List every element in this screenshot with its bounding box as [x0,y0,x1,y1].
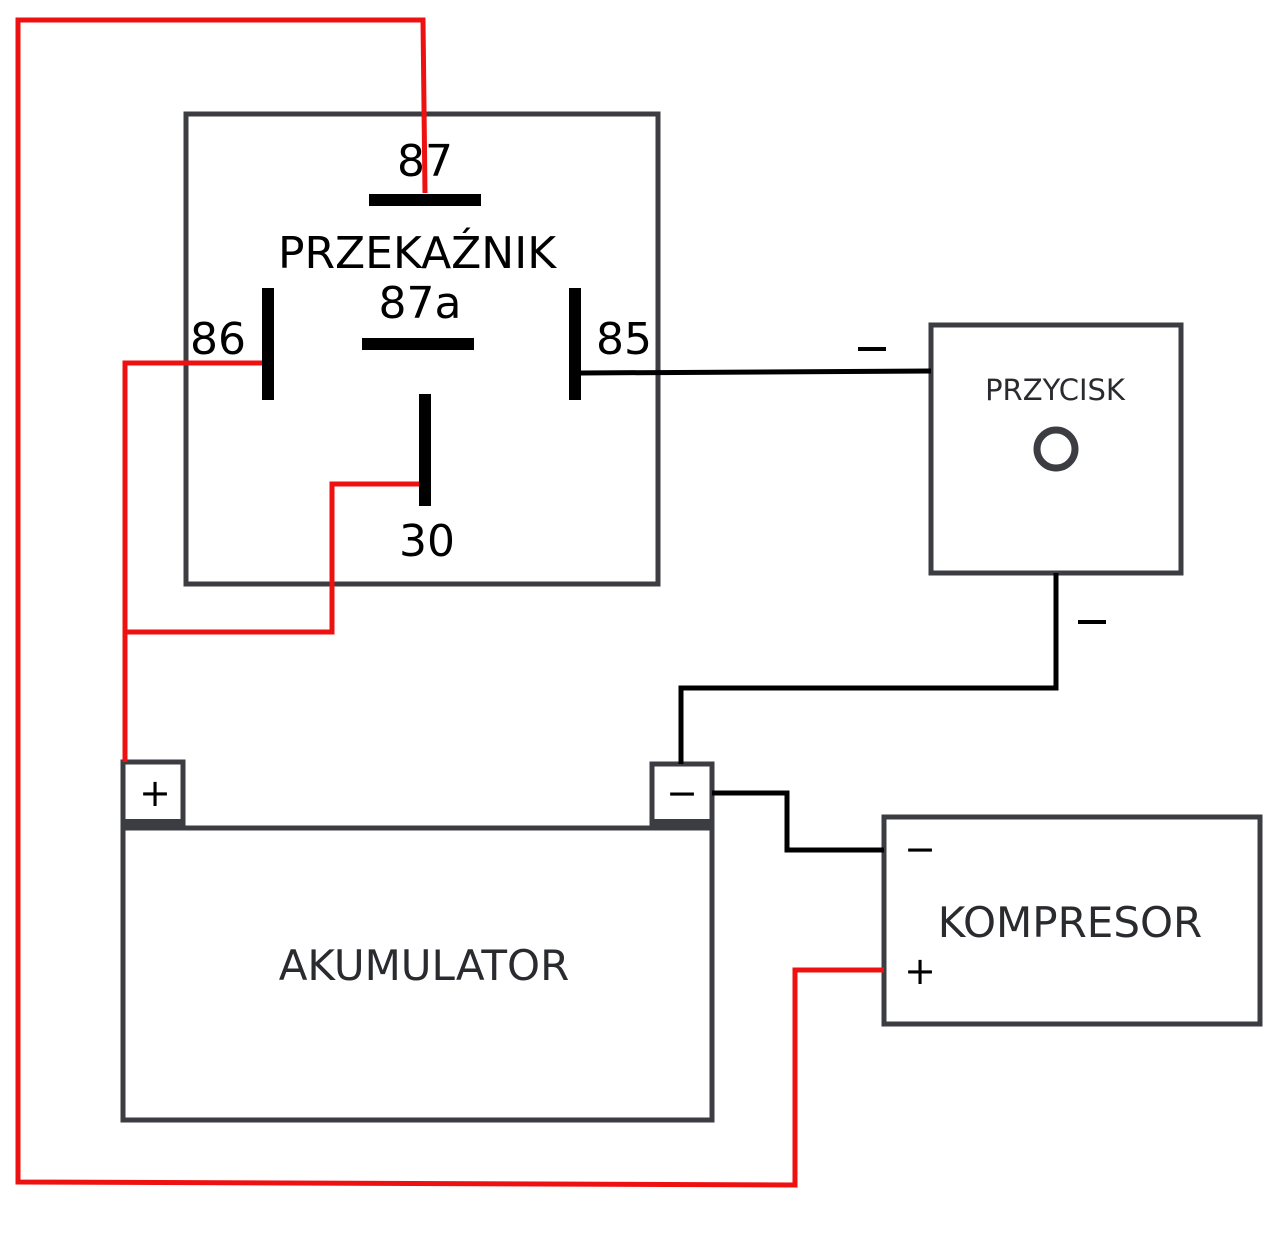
relay-title: PRZEKAŹNIK [278,226,557,279]
relay: 87 PRZEKAŹNIK 87a 86 85 30 [183,111,661,587]
relay-pin-30-contact [419,394,431,506]
relay-pin-87a-contact [362,338,474,350]
wire-battery-plus-to-relay-86 [122,360,262,762]
button-housing [928,322,1184,576]
compressor-housing [881,814,1263,1027]
relay-pin-86-contact [262,288,274,400]
button-left-wire-minus-sign [858,347,886,351]
battery-minus-sign: − [666,771,698,815]
compressor-plus-sign: + [904,949,936,993]
wire-relay-85-to-button [580,368,932,376]
relay-pin-30-label: 30 [399,516,455,567]
battery-title: AKUMULATOR [279,941,570,990]
wire-relay-87-to-compressor-plus [15,17,884,1188]
relay-pin-87-contact [369,194,481,206]
relay-pin-86-label: 86 [190,314,246,365]
relay-pin-85-label: 85 [596,314,652,365]
relay-pin-87a-label: 87a [379,278,462,329]
relay-pin-85-contact [569,288,581,400]
compressor: − KOMPRESOR + [881,814,1263,1027]
button-title: PRZYCISK [985,373,1126,407]
battery-minus-terminal-base [652,819,712,829]
button-switch: PRZYCISK [858,322,1184,624]
battery-plus-sign: + [139,771,171,815]
compressor-minus-sign: − [904,827,936,871]
wire-button-to-battery-minus [678,573,1059,764]
battery: + − AKUMULATOR [120,759,715,1123]
button-bottom-wire-minus-sign [1078,620,1106,624]
push-button-icon [1033,426,1079,472]
battery-plus-terminal-base [123,819,183,829]
battery-plus-terminal [120,759,186,827]
compressor-title: KOMPRESOR [938,898,1203,947]
battery-body [120,825,715,1123]
wire-battery-minus-to-compressor-minus [712,790,884,853]
wire-battery-plus-to-relay-30 [125,481,419,635]
